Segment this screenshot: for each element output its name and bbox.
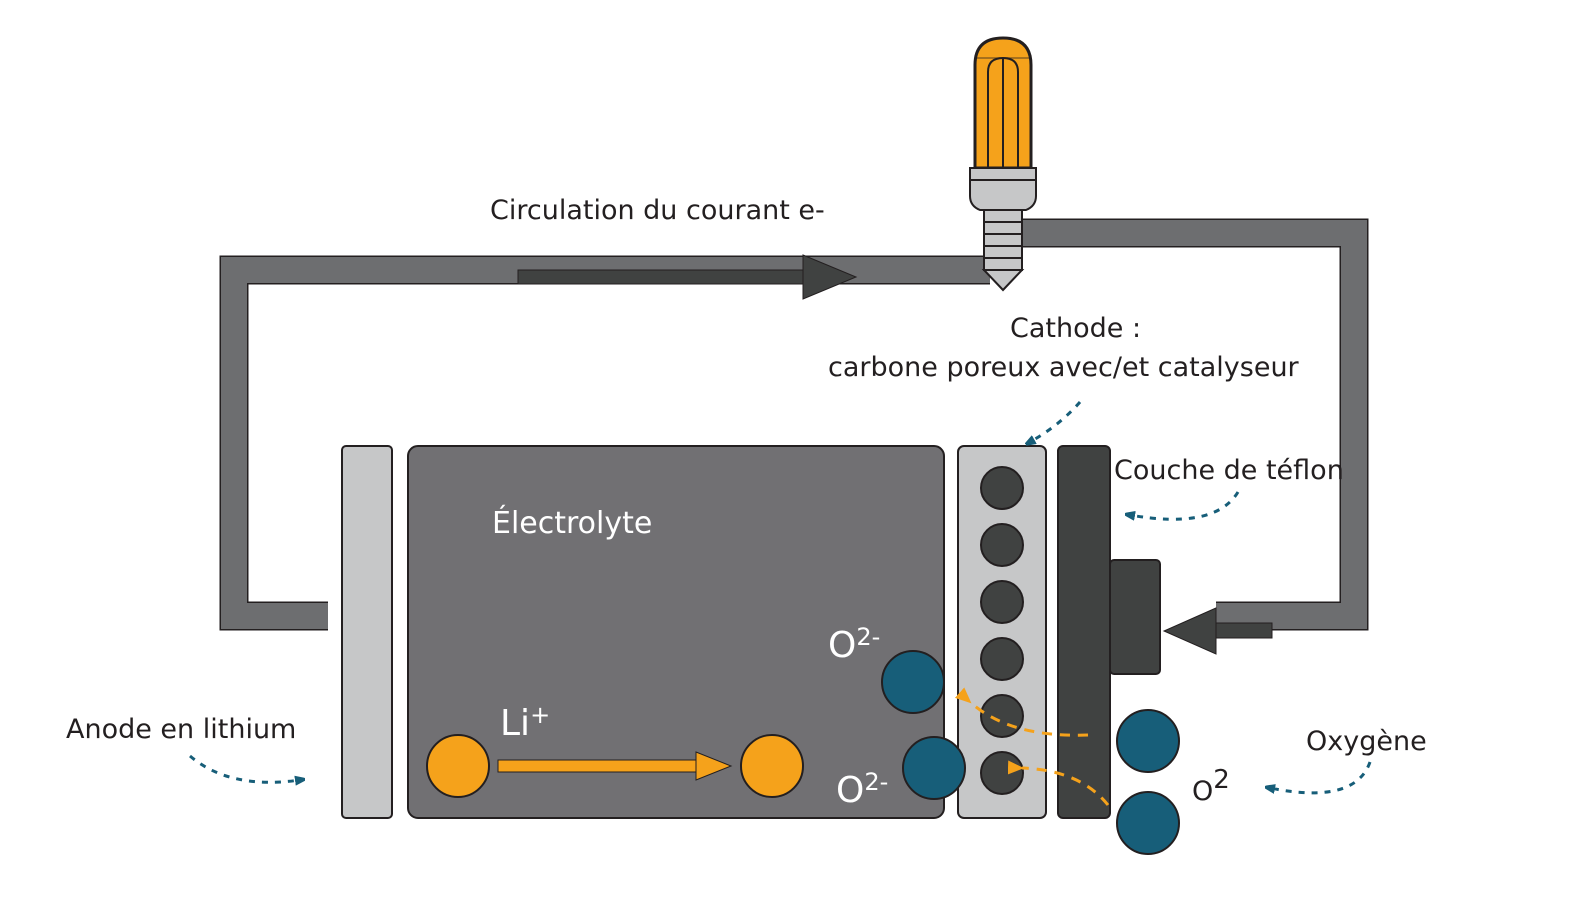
oxygen-diffusion-arrow — [1007, 760, 1110, 806]
current-label: Circulation du courant e- — [490, 195, 825, 226]
oxide-ion — [881, 650, 945, 714]
oxygen-molecule-atom — [1116, 709, 1180, 773]
oxygen-molecule-atom — [1116, 791, 1180, 855]
light-bulb-icon — [969, 36, 1037, 292]
electrolyte-block — [407, 445, 945, 819]
oxygen-molecule-label: O2 — [1192, 765, 1230, 807]
cathode-title: Cathode : — [1010, 313, 1141, 344]
cathode-pointer — [1030, 401, 1082, 442]
oxygen-diffusion-arrow — [954, 687, 1089, 737]
cathode-plate — [957, 445, 1047, 819]
pore — [980, 523, 1024, 567]
return-arrow — [1162, 607, 1273, 655]
teflon-pointer — [1130, 491, 1240, 519]
lithium-ion — [426, 734, 490, 798]
teflon-label: Couche de téflon — [1114, 455, 1344, 486]
oxide-ion-label-top: O2- — [828, 623, 880, 666]
anode-plate — [341, 445, 393, 819]
oxygen-label: Oxygène — [1306, 726, 1427, 757]
oxide-ion — [902, 736, 966, 800]
lithium-ion-label: Li+ — [500, 701, 550, 744]
oxide-ion-label-bottom: O2- — [836, 768, 888, 811]
current-arrow — [517, 254, 858, 300]
lithium-flow-arrow — [497, 751, 733, 781]
electrolyte-label: Électrolyte — [492, 505, 652, 541]
anode-pointer — [189, 754, 300, 782]
teflon-tab — [1109, 559, 1161, 675]
teflon-layer — [1057, 445, 1111, 819]
lithium-ion — [740, 734, 804, 798]
pore — [980, 466, 1024, 510]
oxygen-pointer — [1270, 761, 1372, 795]
cathode-description: carbone poreux avec/et catalyseur — [828, 352, 1300, 383]
pore — [980, 751, 1024, 795]
cathode-pores — [980, 466, 1024, 795]
pore — [980, 694, 1024, 738]
anode-label: Anode en lithium — [66, 714, 296, 745]
pore — [980, 637, 1024, 681]
pore — [980, 580, 1024, 624]
